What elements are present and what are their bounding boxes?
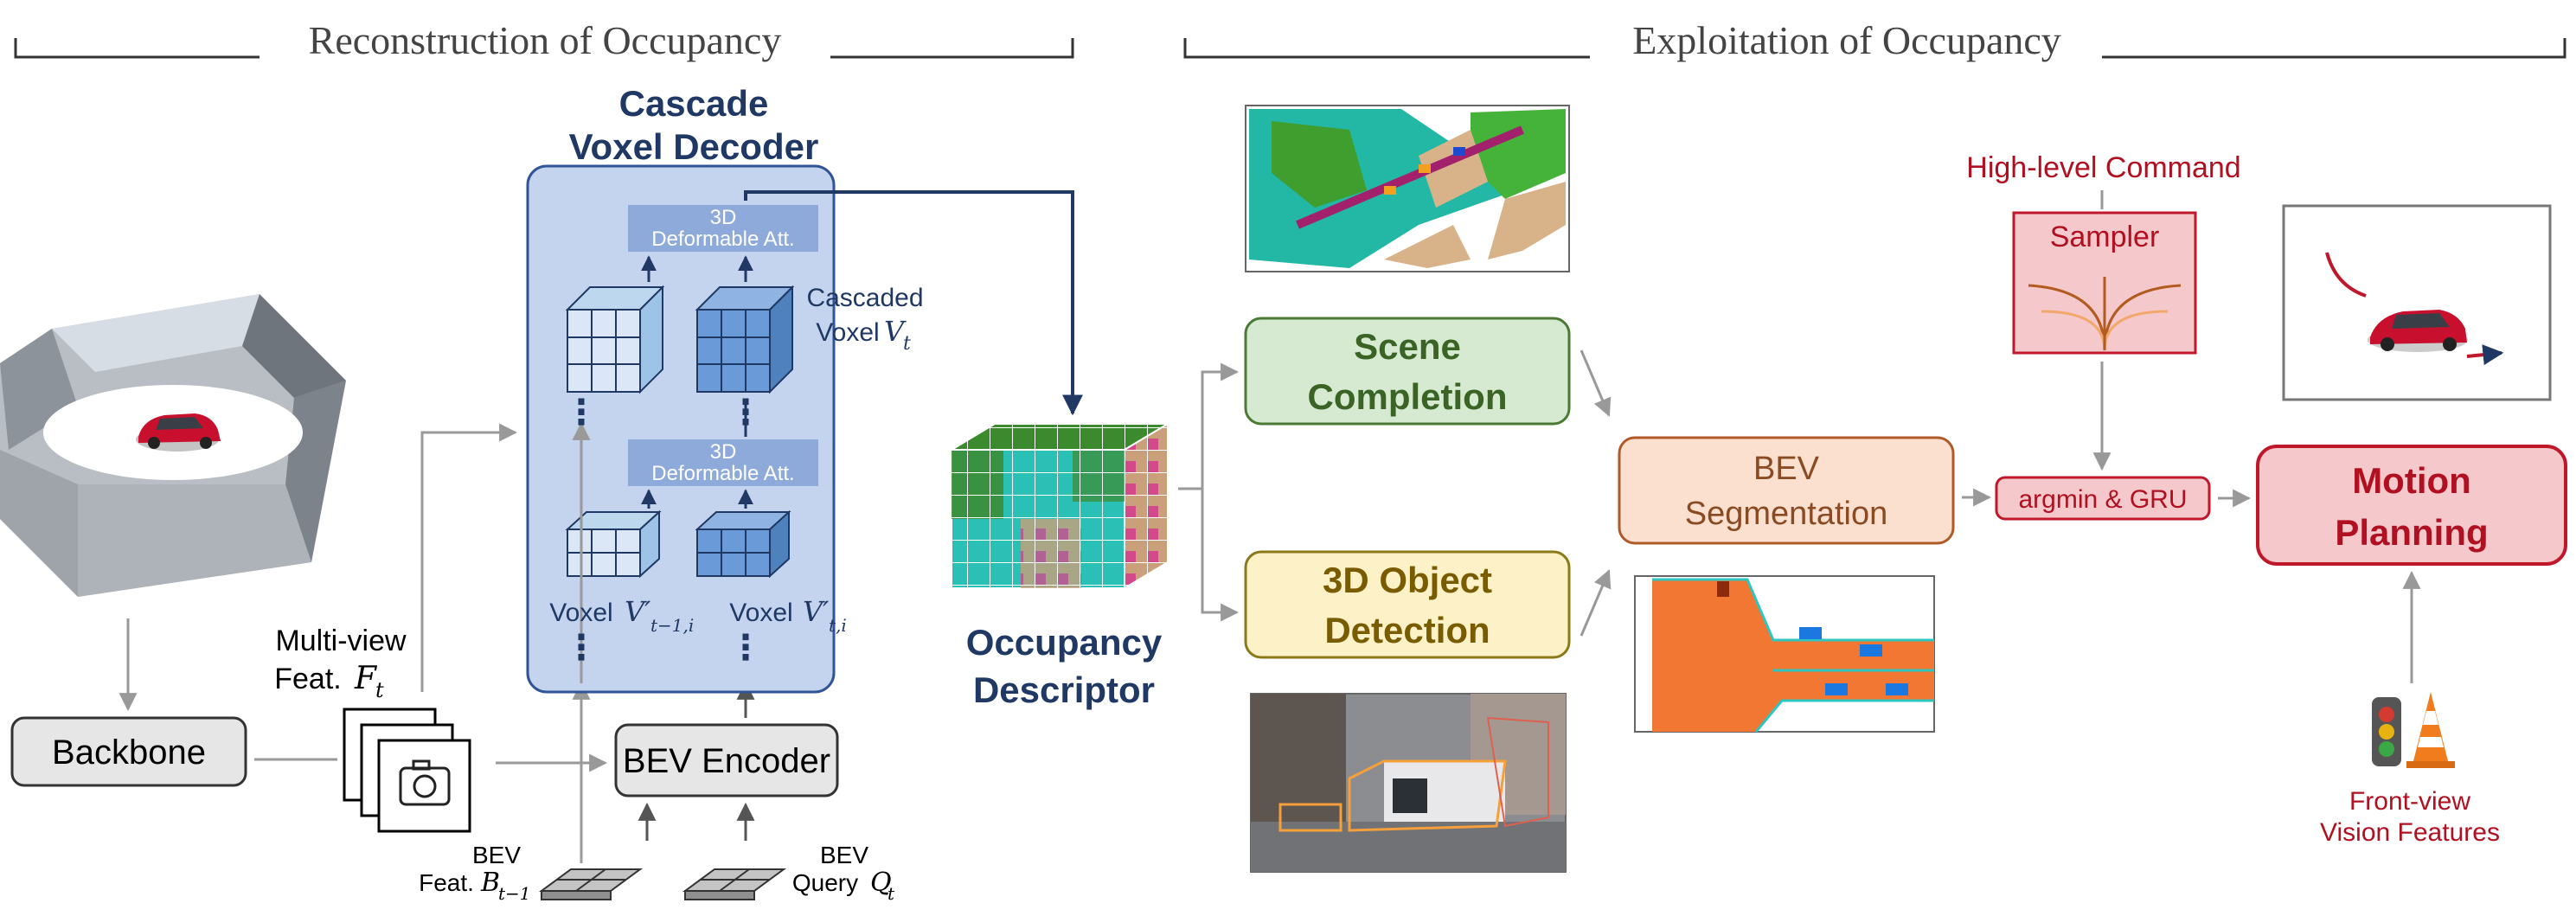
- descriptor-label-line1: Occupancy: [966, 622, 1163, 663]
- motion-planning-line1: Motion: [2352, 460, 2471, 501]
- scene-completion-line1: Scene: [1354, 326, 1461, 367]
- bev-segmentation-image: [1634, 575, 1935, 733]
- scene-completion-line2: Completion: [1308, 376, 1508, 417]
- arrow-scene-to-bev: [1580, 349, 1612, 417]
- deformable-attention-top: [628, 205, 818, 252]
- multiview-symbol: F: [354, 661, 378, 696]
- arrow-features-to-decoder: [420, 423, 518, 692]
- backbone-box: [10, 716, 247, 787]
- cascaded-voxel-symbol: V: [884, 315, 907, 348]
- multiview-feature-stack: [343, 708, 471, 833]
- bev-segmentation-line2: Segmentation: [1685, 496, 1888, 532]
- front-view-line1: Front-view: [2349, 787, 2470, 816]
- descriptor-label-line2: Descriptor: [973, 669, 1155, 710]
- bev-encoder-label: BEV Encoder: [623, 742, 830, 780]
- reconstruction-title: Reconstruction of Occupancy: [309, 18, 782, 62]
- voxel-prev-subscript: t−1,i: [650, 615, 694, 636]
- car-icon: [136, 413, 221, 452]
- multiview-label-line1: Multi-view: [275, 625, 407, 657]
- cascaded-voxel-line1: Cascaded: [806, 284, 923, 312]
- bev-query-label-line2: Query: [792, 869, 858, 896]
- front-view-line2: Vision Features: [2320, 818, 2500, 847]
- deformable-attention-bottom-line2: Deformable Att.: [651, 462, 794, 485]
- bev-query-subscript: t: [888, 883, 895, 904]
- object-detection-box: [1244, 550, 1571, 659]
- bev-feat-plane: [538, 868, 644, 900]
- bev-segmentation-box: [1618, 436, 1955, 545]
- voxel-cur-word: Voxel: [729, 599, 792, 627]
- dots-prev-lower: ⋮: [564, 629, 599, 667]
- section-header-exploitation: Exploitation of Occupancy: [1183, 18, 2566, 62]
- deformable-attention-bottom-line1: 3D: [710, 440, 737, 464]
- decoder-title-line1: Cascade: [619, 83, 769, 124]
- sampler-trajectories: [2028, 277, 2182, 351]
- bev-feat-subscript: t−1: [498, 883, 531, 904]
- high-level-command-label: High-level Command: [1966, 151, 2240, 184]
- section-header-reconstruction: Reconstruction of Occupancy: [14, 18, 1074, 62]
- voxel-cur-symbol: V′: [803, 595, 830, 628]
- sampler-label: Sampler: [2050, 221, 2160, 253]
- voxel-prev-word: Voxel: [549, 599, 612, 627]
- scene-completion-box: [1244, 317, 1571, 426]
- motion-planning-line2: Planning: [2335, 512, 2488, 553]
- voxel-cube-cur-large: [695, 285, 795, 394]
- decoder-title-line2: Voxel Decoder: [569, 126, 819, 167]
- voxel-cube-prev-large: [565, 285, 665, 394]
- motion-planning-box: [2256, 445, 2567, 566]
- exploitation-title: Exploitation of Occupancy: [1632, 18, 2061, 62]
- multiview-label-line2: Feat.: [274, 663, 341, 695]
- dots-prev-upper: ⋮: [564, 394, 599, 432]
- surround-view-image: [0, 294, 346, 597]
- bev-feat-label-line2: Feat.: [419, 869, 474, 896]
- arrow-descriptor-to-scene: [1201, 362, 1240, 489]
- bev-query-plane: [682, 868, 787, 900]
- ego-car-icon: [2368, 310, 2468, 352]
- occupancy-descriptor-cube: [948, 422, 1171, 590]
- voxel-cur-subscript: t,i: [829, 615, 847, 636]
- deformable-attention-top-line2: Deformable Att.: [651, 227, 794, 251]
- object-detection-line2: Detection: [1324, 610, 1490, 650]
- planned-trajectory-image: [2282, 204, 2552, 401]
- bev-query-label-line1: BEV: [820, 842, 868, 868]
- voxel-prev-symbol: V′: [625, 595, 651, 628]
- deformable-attention-top-line1: 3D: [710, 206, 737, 229]
- cascaded-voxel-line2: Voxel: [816, 318, 879, 347]
- traffic-cone-icon: [2406, 692, 2455, 768]
- bev-feat-symbol: B: [480, 868, 500, 898]
- scene-completion-image: [1245, 105, 1570, 272]
- traffic-light-icon: [2372, 697, 2401, 766]
- bev-segmentation-line1: BEV: [1753, 451, 1820, 487]
- voxel-cube-cur-small: [695, 509, 791, 579]
- object-detection-line1: 3D Object: [1323, 560, 1492, 600]
- bev-encoder-box: [614, 723, 839, 797]
- argmin-gru-box: [1995, 476, 2211, 521]
- arrow-detection-to-bev: [1580, 569, 1612, 637]
- detection-street-image: [1250, 693, 1567, 873]
- arrow-descriptor-to-detection: [1201, 489, 1240, 622]
- bev-feat-label-line1: BEV: [472, 842, 521, 868]
- backbone-label: Backbone: [52, 733, 206, 772]
- dots-cur-lower: ⋮: [728, 629, 763, 667]
- voxel-cube-prev-small: [565, 509, 662, 579]
- cascaded-voxel-subscript: t: [903, 333, 911, 355]
- camera-icon: [399, 759, 451, 806]
- bev-query-symbol: Q: [870, 868, 892, 898]
- deformable-attention-bottom: [628, 439, 818, 486]
- dots-cur-upper: ⋮: [728, 394, 763, 432]
- arrow-decoder-to-descriptor: [744, 190, 1083, 416]
- argmin-gru-label: argmin & GRU: [2018, 485, 2187, 514]
- multiview-subscript: t: [375, 678, 384, 702]
